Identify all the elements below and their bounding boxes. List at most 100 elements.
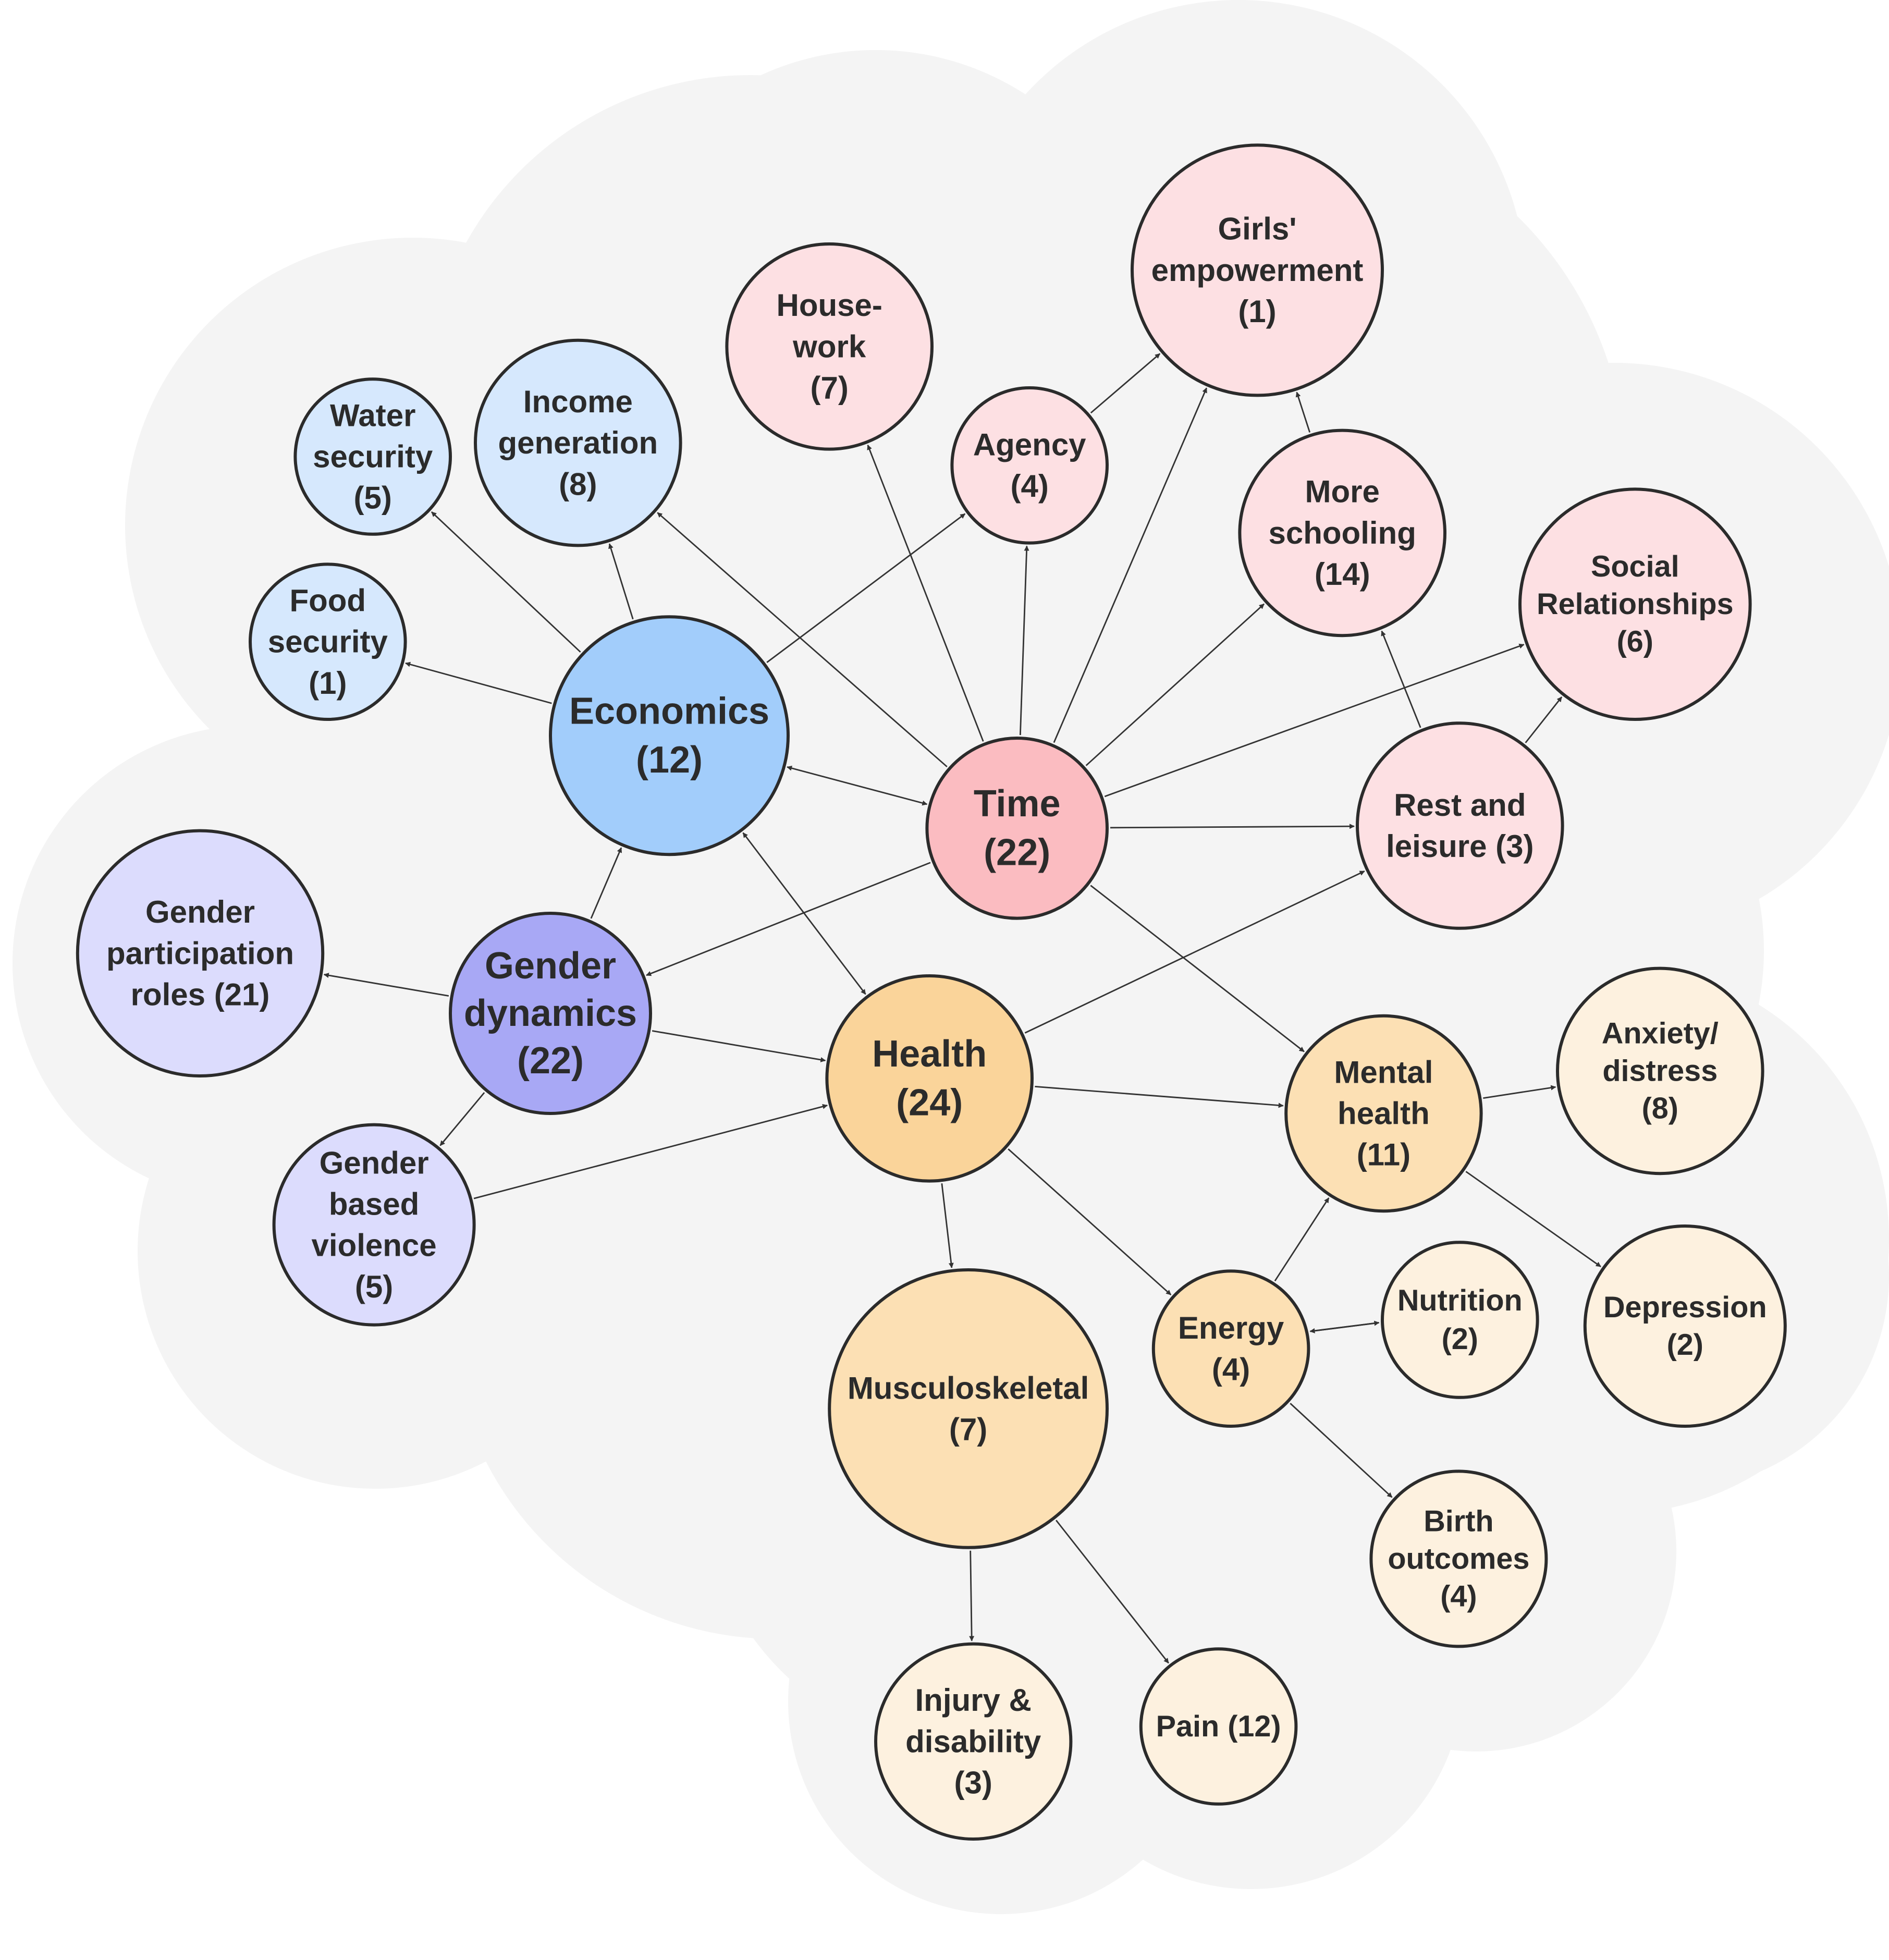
node-mental-health-label: Mental [1334, 1055, 1433, 1089]
node-gender-dynamics: Gender dynamics (22) [449, 912, 652, 1115]
node-gender-based-violence-label: violence [312, 1228, 437, 1263]
node-nutrition-label: Nutrition [1397, 1284, 1523, 1317]
node-birth-outcomes-label: (4) [1440, 1579, 1477, 1613]
node-girls-empowerment-circle [1131, 143, 1384, 397]
node-injury-disability: Injury &disability(3) [874, 1642, 1073, 1841]
edge-economics-to-health [742, 832, 866, 995]
node-economics-circle [549, 615, 790, 856]
edges-layer [323, 353, 1601, 1664]
node-housework-label: work [792, 329, 866, 364]
node-time-label: Time [974, 783, 1061, 825]
node-gender-participation-roles-circle [76, 829, 325, 1078]
node-gender-dynamics-label: (22) [517, 1040, 584, 1082]
node-food-security-label: Food [289, 583, 366, 618]
node-rest-and-leisure-circle [1356, 721, 1564, 930]
node-economics-label: (12) [636, 739, 703, 781]
node-girls-empowerment-label: (1) [1238, 294, 1276, 329]
node-more-schooling-label: (14) [1315, 557, 1370, 592]
node-anxiety-distress-label: (8) [1642, 1092, 1678, 1125]
nodes-layer: Economics (12) Time (22) Health(24) Gender dyn… [76, 143, 1787, 1841]
edge-energy-to-mental-health [1274, 1197, 1330, 1282]
node-food-security-label: (1) [309, 666, 347, 701]
edge-nutrition-to-energy [1309, 1322, 1379, 1333]
node-mental-health-circle [1284, 1014, 1483, 1213]
edge-economics-to-time [787, 765, 928, 806]
node-pain-circle [1139, 1647, 1298, 1806]
node-mental-health: Mental health (11) [1284, 1014, 1483, 1213]
edge-gender-dynamics-to-gender-violence [439, 1092, 485, 1146]
node-health: Health(24) [825, 974, 1034, 1183]
node-anxiety-distress-circle [1556, 966, 1764, 1175]
edge-musculoskeletal-to-injury [969, 1550, 975, 1642]
node-time-circle [925, 737, 1109, 920]
node-nutrition: Nutrition(2) [1381, 1241, 1539, 1399]
node-economics: Economics (12) [549, 615, 790, 856]
node-energy-label: (4) [1212, 1352, 1250, 1387]
node-health-label: (24) [896, 1082, 963, 1124]
node-depression: Depression(2) [1583, 1224, 1787, 1428]
node-time: Time (22) [925, 737, 1109, 920]
edge-time-to-social-relationships [1104, 643, 1525, 798]
node-musculoskeletal-circle [828, 1268, 1109, 1549]
node-musculoskeletal: Musculoskeletal(7) [828, 1268, 1109, 1549]
node-birth-outcomes-label: outcomes [1388, 1542, 1529, 1575]
node-income-generation-label: generation [498, 425, 658, 460]
node-income-generation-label: Income [523, 384, 633, 419]
edge-health-to-mental-health [1035, 1086, 1284, 1108]
node-agency: Agency (4) [950, 386, 1109, 545]
node-mental-health-label: (11) [1357, 1137, 1410, 1172]
edge-gender-dynamics-to-gender-participation [323, 973, 449, 997]
edge-mental-health-to-anxiety [1483, 1085, 1556, 1099]
node-energy: Energy (4) [1151, 1269, 1310, 1428]
edge-health-to-musculoskeletal [941, 1183, 954, 1268]
node-depression-label: (2) [1667, 1328, 1703, 1362]
node-gender-dynamics-label: Gender [485, 945, 616, 987]
node-depression-circle [1583, 1224, 1787, 1428]
edge-energy-to-birth-outcomes [1290, 1403, 1393, 1498]
node-housework-circle [725, 242, 934, 451]
node-gender-based-violence-label: based [329, 1187, 419, 1222]
node-gender-based-violence-label: Gender [320, 1145, 429, 1180]
node-water-security-label: (5) [354, 481, 392, 516]
node-time-label: (22) [984, 832, 1050, 874]
edge-time-to-housework [867, 444, 984, 742]
node-anxiety-distress-label: distress [1602, 1054, 1718, 1087]
node-water-security-circle [293, 377, 452, 536]
node-girls-empowerment-label: empowerment [1151, 253, 1364, 288]
edge-rest-leisure-to-more-schooling [1381, 630, 1421, 728]
edge-musculoskeletal-to-pain [1056, 1520, 1169, 1664]
edge-time-to-mental-health [1090, 885, 1305, 1052]
node-food-security: Food security (1) [249, 562, 407, 721]
edge-health-to-rest-leisure [1024, 870, 1365, 1034]
node-pain: Pain (12) [1139, 1647, 1298, 1806]
node-agency-label: (4) [1011, 469, 1049, 504]
node-more-schooling-label: schooling [1269, 516, 1416, 550]
node-injury-disability-label: Injury & [915, 1683, 1032, 1718]
node-mental-health-label: health [1338, 1096, 1430, 1131]
node-energy-label: Energy [1178, 1310, 1284, 1345]
node-injury-disability-label: (3) [954, 1766, 992, 1800]
node-food-security-label: security [268, 624, 388, 659]
node-economics-label: Economics [569, 690, 769, 732]
node-gender-dynamics-label: dynamics [464, 993, 637, 1034]
edge-time-to-income-generation [657, 512, 948, 767]
node-food-security-circle [249, 562, 407, 721]
node-gender-participation-roles-label: roles (21) [131, 977, 270, 1012]
edge-economics-to-food-security [405, 662, 552, 704]
node-gender-based-violence-label: (5) [355, 1269, 393, 1304]
node-housework: House-work(7) [725, 242, 934, 451]
node-gender-based-violence: Gender based violence (5) [272, 1123, 476, 1327]
edge-time-to-more-schooling [1085, 603, 1265, 766]
edge-gender-dynamics-to-economics [590, 847, 622, 919]
edge-gender-dynamics-to-health [652, 1030, 826, 1062]
edge-rest-leisure-to-social-relationships [1525, 696, 1563, 743]
edge-agency-to-girls-empowerment [1090, 353, 1161, 414]
node-water-security-label: Water [330, 398, 415, 433]
edge-time-to-girls-empowerment [1053, 387, 1208, 743]
node-social-relationships-label: Social [1591, 550, 1679, 583]
node-agency-label: Agency [973, 427, 1086, 462]
node-rest-and-leisure-label: Rest and [1394, 788, 1526, 823]
node-income-generation-circle [474, 338, 682, 547]
